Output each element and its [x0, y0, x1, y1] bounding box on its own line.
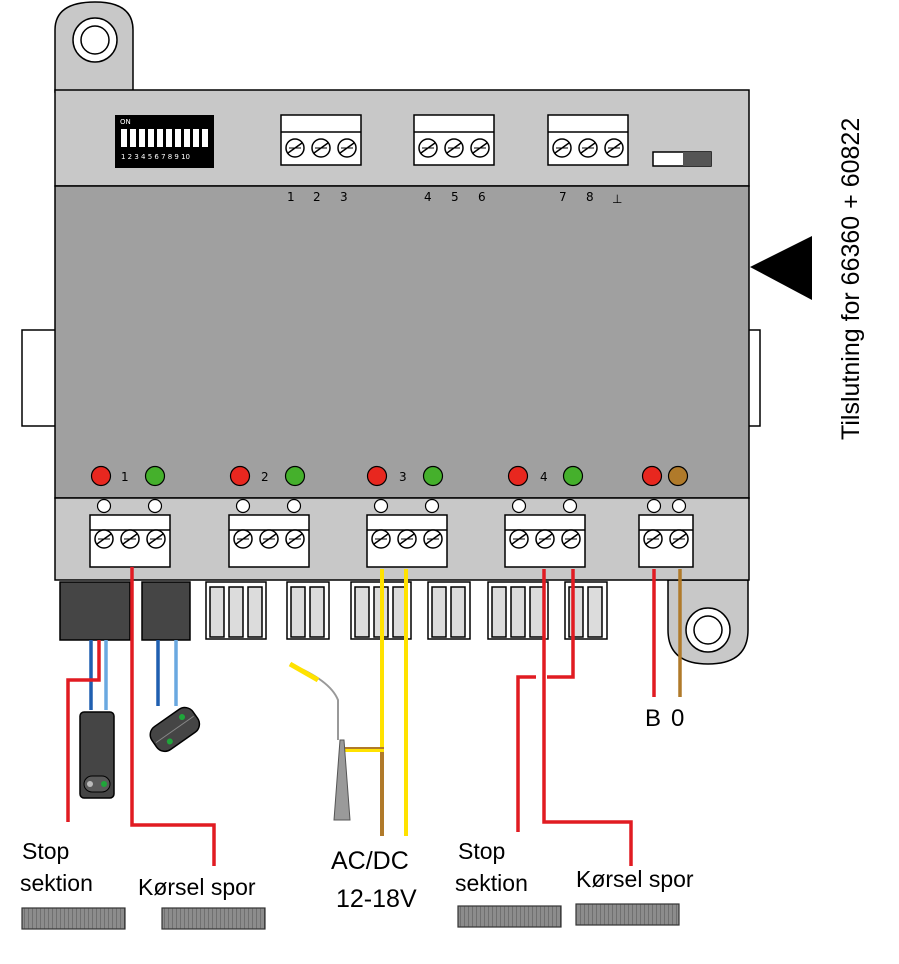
led-red: [366, 465, 388, 487]
terminal-number-5: 5: [451, 190, 459, 204]
mounting-ear-top-left: [54, 1, 134, 93]
channel-2-leds: 2: [229, 465, 306, 487]
wires-channel-4: [516, 569, 633, 866]
connection-arrow-icon: [750, 236, 812, 300]
led-red: [641, 465, 663, 487]
side-title: Tilslutning for 66360 + 60822: [837, 118, 865, 440]
top-terminal-block-1[interactable]: [280, 114, 362, 166]
led-red: [90, 465, 112, 487]
led-brown: [667, 465, 689, 487]
track-stop-section-2: [457, 905, 562, 928]
dip-switch-numbers: 1 2 3 4 5 6 7 8 9 10: [121, 153, 190, 161]
led-green: [284, 465, 306, 487]
channel-number-2: 2: [261, 470, 269, 484]
connector-plug-1: [59, 581, 131, 641]
bottom-terminal-block-4[interactable]: [504, 498, 586, 568]
channel-1-leds: 1: [90, 465, 166, 487]
label-voltage: 12-18V: [336, 885, 417, 913]
label-sektion-1: sektion: [20, 870, 93, 896]
led-green: [422, 465, 444, 487]
slide-switch[interactable]: [652, 151, 712, 167]
terminal-number-1: 1: [287, 190, 295, 204]
terminal-number-7: 7: [559, 190, 567, 204]
power-leds: [641, 465, 689, 487]
channel-number-4: 4: [540, 470, 548, 484]
led-green: [562, 465, 584, 487]
label-stop-1: Stop: [22, 838, 69, 864]
terminal-number-4: 4: [424, 190, 432, 204]
top-terminal-block-2[interactable]: [413, 114, 495, 166]
wires-b-0: [652, 569, 682, 697]
housing-panel: [54, 185, 750, 499]
track-driving-2: [575, 903, 680, 926]
bottom-terminal-block-2[interactable]: [228, 498, 310, 568]
terminal-ground-symbol: ⊥: [612, 192, 622, 206]
channel-3-leds: 3: [366, 465, 444, 487]
led-red: [229, 465, 251, 487]
track-stop-section-1: [21, 907, 126, 930]
terminal-number-6: 6: [478, 190, 486, 204]
sensor-device-1: [79, 711, 115, 799]
bottom-terminal-block-power[interactable]: [638, 498, 694, 568]
label-stop-2: Stop: [458, 838, 505, 864]
channel-4-leds: 4: [507, 465, 584, 487]
bottom-terminal-block-1[interactable]: [89, 498, 171, 568]
top-terminal-block-3[interactable]: [547, 114, 629, 166]
label-korsel-spor-2: Kørsel spor: [576, 866, 694, 892]
channel-number-3: 3: [399, 470, 407, 484]
channel-number-1: 1: [121, 470, 129, 484]
wires-channel-1: [66, 567, 216, 866]
led-red: [507, 465, 529, 487]
terminal-number-8: 8: [586, 190, 594, 204]
label-acdc: AC/DC: [331, 847, 409, 875]
label-korsel-spor-1: Kørsel spor: [138, 874, 256, 900]
bottom-terminal-block-3[interactable]: [366, 498, 448, 568]
mounting-ear-bottom-right: [667, 579, 749, 665]
terminal-number-2: 2: [313, 190, 321, 204]
sensor-device-2: [149, 706, 201, 753]
dip-switch-on-label: ON: [120, 118, 131, 126]
side-clip-left: [21, 329, 57, 427]
side-clip-right: [747, 329, 761, 427]
led-green: [144, 465, 166, 487]
dip-switch[interactable]: ON 1 2 3 4 5 6 7 8 9 10: [115, 115, 214, 168]
terminal-label-b: B: [645, 705, 661, 732]
connector-plug-2: [141, 581, 191, 641]
label-sektion-2: sektion: [455, 870, 528, 896]
terminal-label-0: 0: [671, 705, 684, 732]
terminal-number-3: 3: [340, 190, 348, 204]
track-driving-1: [161, 907, 266, 930]
wires-power-supply: [288, 569, 408, 836]
